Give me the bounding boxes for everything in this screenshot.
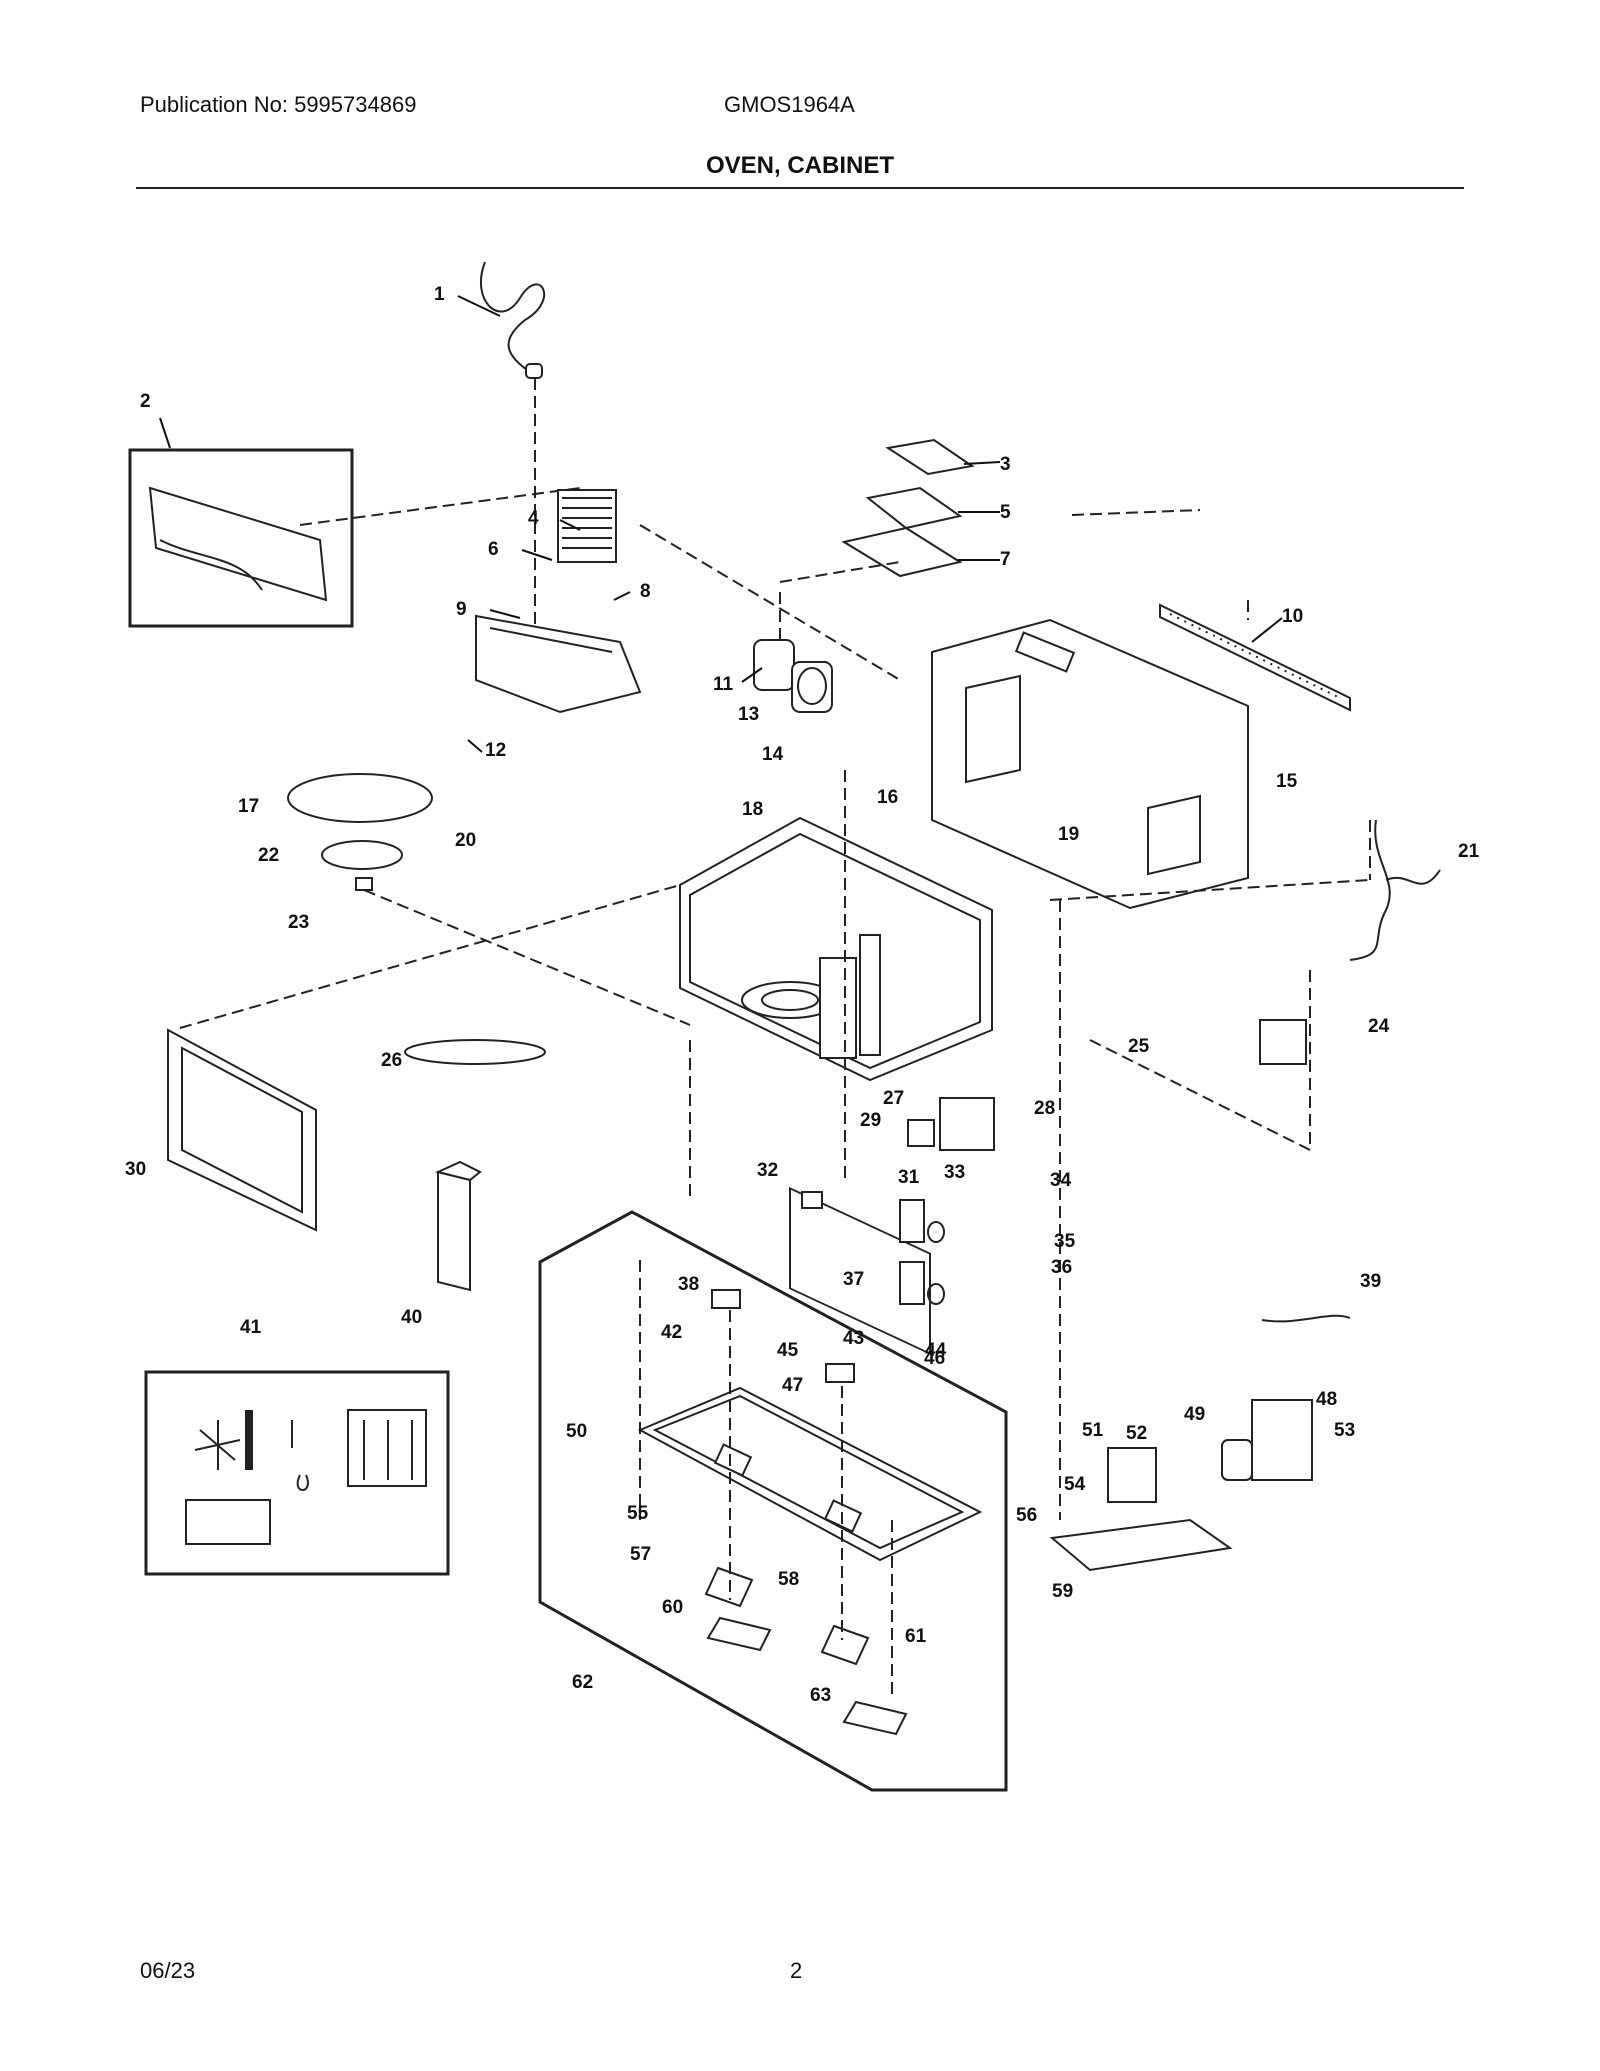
callout: 41	[240, 1317, 262, 1338]
callout: 42	[661, 1322, 682, 1343]
model-number: GMOS1964A	[724, 92, 855, 117]
callout: 34	[1050, 1170, 1072, 1191]
callout: 24	[1368, 1016, 1390, 1037]
callout: 39	[1360, 1271, 1381, 1292]
mounting-hardware-kit	[185, 1409, 427, 1545]
callout: 23	[288, 912, 309, 933]
callout: 12	[485, 740, 506, 761]
title-divider	[136, 187, 1464, 189]
callout: 16	[877, 787, 898, 808]
callout: 30	[125, 1159, 146, 1180]
callout: 43	[843, 1328, 864, 1349]
callout: 62	[572, 1672, 593, 1693]
callout: 5	[1000, 502, 1011, 523]
callout: 61	[905, 1626, 927, 1647]
callout: 52	[1126, 1423, 1147, 1444]
wire-harness-part	[1349, 819, 1441, 961]
filter-cover-parts	[779, 438, 975, 583]
glass-tray-part	[404, 1039, 546, 1065]
page-title: OVEN, CABINET	[705, 152, 894, 179]
callout: 44	[925, 1340, 947, 1361]
callout: 50	[566, 1421, 587, 1442]
callout: 56	[1016, 1505, 1037, 1526]
vent-grille-rail-part	[1159, 603, 1351, 712]
callout: 4	[528, 508, 539, 529]
callout: 38	[678, 1274, 699, 1295]
publication-number: Publication No: 5995734869	[140, 92, 417, 117]
callout: 18	[742, 799, 763, 820]
callout: 40	[401, 1307, 422, 1328]
callout: 51	[1082, 1420, 1104, 1441]
oven-cavity-part	[679, 816, 993, 1356]
callout: 47	[782, 1375, 803, 1396]
callout: 25	[1128, 1036, 1150, 1057]
callout: 46	[924, 1348, 945, 1369]
callout-leader-lines	[159, 295, 1283, 753]
callout: 59	[1052, 1581, 1073, 1602]
exhaust-damper-part	[148, 486, 581, 602]
callout: 58	[778, 1569, 799, 1590]
callout: 2	[140, 391, 151, 412]
callout: 32	[757, 1160, 778, 1181]
callout: 26	[381, 1050, 402, 1071]
outer-cabinet-part	[931, 618, 1249, 910]
callout: 20	[455, 830, 476, 851]
callout: 63	[810, 1685, 831, 1706]
electrical-components	[801, 1019, 1351, 1572]
callout: 29	[860, 1110, 881, 1131]
callout: 19	[1058, 824, 1079, 845]
callout-labels: 1 2 3 4 5 6 7 8 9 10 11 12 13 14 15 16 1…	[125, 284, 1480, 1706]
callout: 6	[488, 539, 499, 560]
power-cord-part	[479, 261, 546, 640]
callout: 48	[1316, 1389, 1337, 1410]
part-40-assembly-box	[538, 1210, 1008, 1792]
callout: 3	[1000, 454, 1011, 475]
callout: 8	[640, 581, 651, 602]
callout: 49	[1184, 1404, 1205, 1425]
callout: 27	[883, 1088, 904, 1109]
callout: 60	[662, 1597, 683, 1618]
callout: 54	[1064, 1474, 1086, 1495]
page-number: 2	[790, 1958, 803, 1983]
callout: 45	[777, 1340, 799, 1361]
part-116-box	[128, 448, 354, 628]
callout: 33	[944, 1162, 965, 1183]
vent-frame-part	[475, 489, 642, 714]
assembly-guide-lines	[639, 509, 1371, 1520]
callout: 1	[434, 284, 445, 305]
callout: 10	[1282, 606, 1303, 627]
door-handle-part	[434, 1160, 482, 1292]
callout: 13	[738, 704, 759, 725]
callout: 37	[843, 1269, 864, 1290]
callout: 35	[1054, 1231, 1076, 1252]
callout: 31	[898, 1167, 920, 1188]
door-part	[167, 884, 681, 1232]
callout: 57	[630, 1544, 651, 1565]
footer-date: 06/23	[140, 1958, 196, 1983]
callout: 53	[1334, 1420, 1355, 1441]
callout: 11	[713, 674, 734, 695]
callout: 17	[238, 796, 259, 817]
bottom-plate-part	[637, 1260, 983, 1736]
callout: 36	[1051, 1257, 1072, 1278]
callout: 22	[258, 845, 279, 866]
part-118-box	[144, 1370, 450, 1576]
callout: 14	[762, 744, 784, 765]
turntable-parts	[287, 773, 691, 1026]
callout: 55	[627, 1503, 649, 1524]
callout: 15	[1276, 771, 1298, 792]
blower-motor-part	[753, 592, 833, 713]
callout: 7	[1000, 549, 1011, 570]
callout: 9	[456, 599, 467, 620]
callout: 28	[1034, 1098, 1055, 1119]
callout: 21	[1458, 841, 1480, 862]
